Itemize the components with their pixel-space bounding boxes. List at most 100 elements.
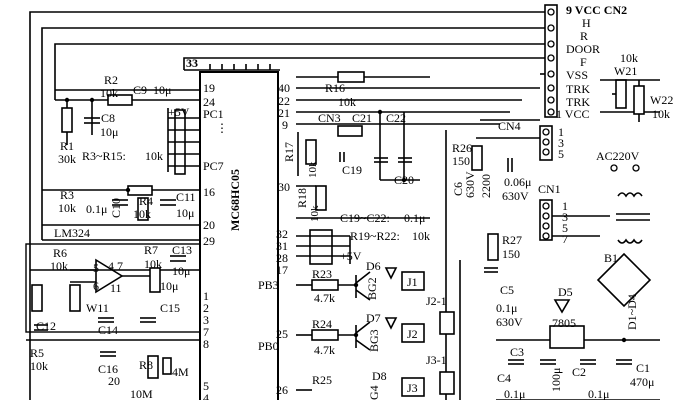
mcu-pin-31: 31 <box>276 239 288 253</box>
mcu-pin-19: 19 <box>203 81 215 95</box>
cac-voltage: 630V <box>496 315 523 329</box>
bg4-label: G4 <box>367 385 381 400</box>
c2-value: 0.1μ <box>588 387 609 400</box>
cn1-pin-3: 3 <box>562 210 568 224</box>
port-pb3: PB3 <box>258 278 279 292</box>
r16-value: 10k <box>338 95 356 109</box>
r7-value: 10k <box>144 257 162 271</box>
cn2-pin-h: H <box>582 16 591 30</box>
c15-label: C15 <box>160 301 180 315</box>
cn2-pin-vss: VSS <box>566 68 588 82</box>
r19-22-value: 10k <box>412 229 430 243</box>
r6-value: 10k <box>50 259 68 273</box>
mcu-pin-24: 24 <box>203 95 215 109</box>
r16-label: R16 <box>325 81 345 95</box>
r27-label: R27 <box>502 233 522 247</box>
w21-label: W21 <box>614 64 637 78</box>
ac-transformer: AC220V B1 D1~D4 <box>596 149 652 330</box>
r2-label: R2 <box>104 73 118 87</box>
c13-label: C13 <box>172 243 192 257</box>
op-pin-7: 7 <box>117 259 123 273</box>
op-pin-11: 11 <box>110 281 122 295</box>
r18-label: R18 <box>295 188 309 208</box>
driver-bg3: R24 4.7k BG3 J2 D7 J3-1 <box>296 311 447 367</box>
b1-label: B1 <box>604 251 618 265</box>
mcu-pin-30: 30 <box>278 180 290 194</box>
w11-label: W11 <box>86 301 109 315</box>
j2-label: J2 <box>407 327 418 341</box>
r7-label: R7 <box>144 243 158 257</box>
ac-label: AC220V <box>596 149 640 163</box>
potentiometer-w22: W22 10k <box>633 80 673 122</box>
mcu-pin-28: 28 <box>276 251 288 265</box>
c9-label: C9 <box>133 83 147 97</box>
cn1-pin-1: 1 <box>562 199 568 213</box>
c9-value: 10μ <box>153 83 171 97</box>
r19-22-label: R19~R22: <box>350 229 400 243</box>
vcc-r19: +5V <box>340 249 362 263</box>
r25-label: R25 <box>312 373 332 387</box>
mcu-pin-20: 20 <box>203 218 215 232</box>
cmid-value: 0.06μ <box>504 175 531 189</box>
d1-d4-label: D1~D4 <box>625 294 639 330</box>
mcu-pin-top: 33 <box>186 56 198 70</box>
c10-label: C10 <box>109 198 123 218</box>
r3-value: 10k <box>58 201 76 215</box>
c12-label: C12 <box>36 319 56 333</box>
connector-cn2: 9 VCC CN2 H R DOOR F VSS TRK TRK 1 VCC <box>544 3 627 121</box>
mcu-pin-25: 25 <box>276 327 288 341</box>
c1-label: C1 <box>636 361 650 375</box>
r27-c5: R27 150 C5 <box>484 233 522 297</box>
regulator-section: 7805 D5 0.1μ 630V C3 C4 0.1μ C2 100μ 0.1… <box>496 285 660 400</box>
cn1-section: CN1 1 3 5 7 <box>538 182 610 246</box>
mcu-top-pins <box>209 64 271 70</box>
r8-value: 4M <box>172 365 189 379</box>
cac-value: 0.1μ <box>496 301 517 315</box>
relay-contacts <box>439 130 461 400</box>
c13-value: 10μ <box>172 264 190 278</box>
vcc-pc: +5V <box>168 105 190 119</box>
r6-label: R6 <box>53 246 67 260</box>
op-pin-5: 5 <box>93 261 99 275</box>
r4-label: R4 <box>139 194 153 208</box>
r24-value: 4.7k <box>314 343 335 357</box>
cn2-pin-door: DOOR <box>566 42 600 56</box>
reg-label: 7805 <box>552 316 576 330</box>
mcu-pin-1: 1 <box>203 289 209 303</box>
mcu-pin-40: 40 <box>278 81 290 95</box>
c22-label: C22 <box>386 111 406 125</box>
cmid-voltage: 630V <box>502 189 529 203</box>
r1-label: R1 <box>60 139 74 153</box>
op-pin-4: 4 <box>108 259 114 273</box>
c19-22-value: 0.1μ <box>404 211 425 225</box>
crystal-value: 10M <box>130 387 153 400</box>
mcu-pin-21: 21 <box>278 106 290 120</box>
mcu-pin-17: 17 <box>276 263 288 277</box>
bg2-label: BG2 <box>365 277 379 300</box>
input-network-mid: R3 10k 0.1μ C10 R4 10k C11 10μ LM324 <box>42 185 200 240</box>
c2-extra: 100μ <box>549 368 563 392</box>
r5-value: 10k <box>30 359 48 373</box>
resistor-pack-r19-22: R19~R22: 10k +5V <box>296 229 430 265</box>
c11-value: 10μ <box>176 206 194 220</box>
mcu-name: MC68HC05 <box>228 169 242 231</box>
cn4-pin-3: 3 <box>558 136 564 150</box>
mcu-pin-5: 5 <box>203 379 209 393</box>
j31-label: J3-1 <box>426 353 447 367</box>
r5-label: R5 <box>30 346 44 360</box>
bg3-label: BG3 <box>367 329 381 352</box>
c19-label: C19 <box>342 163 362 177</box>
cn1-label: CN1 <box>538 182 561 196</box>
cn2-pin-f: F <box>580 55 587 69</box>
r26-label: R26 <box>452 141 472 155</box>
c3-label: C3 <box>510 345 524 359</box>
port-pc1: PC1 <box>203 107 224 121</box>
r17-label: R17 <box>282 142 296 162</box>
opamp-block: R6 10k R7 10k C13 10μ 10μ 5 4 7 6 11 W11… <box>25 243 201 337</box>
c11b-value: 10μ <box>160 279 178 293</box>
r17-value: 10k <box>307 161 319 178</box>
cn3-label: CN3 <box>318 111 341 125</box>
mcu-pin-3: 3 <box>203 313 209 327</box>
c6b-value: 2200 <box>479 174 493 198</box>
